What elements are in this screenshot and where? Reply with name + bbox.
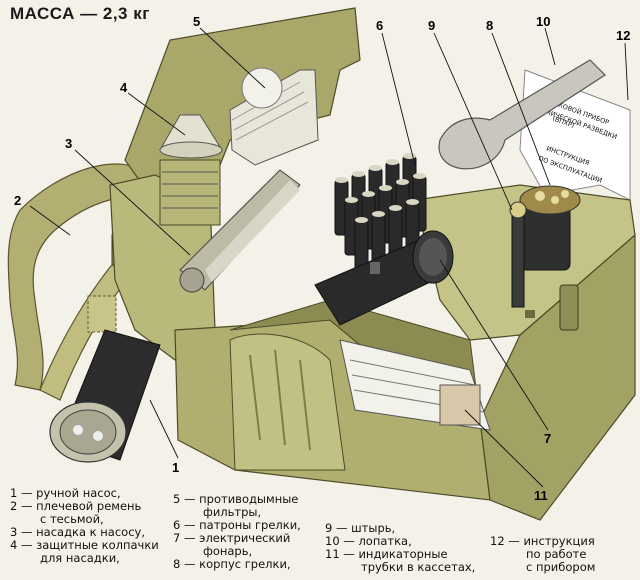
legend-text: штырь, <box>351 521 396 535</box>
heater-cartridge-cap <box>369 165 382 171</box>
heater-cartridge-cap <box>345 197 358 203</box>
legend-column-3: 9 — штырь, 10 — лопатка, 11 — индикаторн… <box>325 522 475 574</box>
heater-cartridge-cap <box>372 211 385 217</box>
legend-text: корпус грелки, <box>199 557 291 571</box>
heater-cartridge-cap <box>355 217 368 223</box>
legend-item-1: 1 — ручной насос, <box>10 487 159 500</box>
legend-key: 3 — <box>10 525 33 539</box>
legend-text: фонарь, <box>203 544 253 558</box>
callout-4: 4 <box>120 80 128 95</box>
heater-cartridge-cap <box>379 185 392 191</box>
heater-body <box>519 185 581 271</box>
legend-column-2: 5 — противодымные фильтры, 6 — патроны г… <box>173 493 301 571</box>
legend-text: насадка к насосу, <box>36 525 145 539</box>
legend-item-7: 7 — электрический <box>173 532 301 545</box>
legend-column-1: 1 — ручной насос, 2 — плечевой ремень с … <box>10 487 159 565</box>
legend-item-3: 3 — насадка к насосу, <box>10 526 159 539</box>
heater-cartridge-cap <box>406 199 419 205</box>
callout-2: 2 <box>14 193 21 208</box>
callout-1: 1 <box>172 460 179 475</box>
legend-text: с тесьмой, <box>40 512 104 526</box>
legend-text: защитные колпачки <box>36 538 159 552</box>
legend-key: 4 — <box>10 538 33 552</box>
legend-item-5: 5 — противодымные <box>173 493 301 506</box>
smoke-filters <box>229 67 319 166</box>
legend-text: по работе <box>526 547 587 561</box>
heater-cartridge-cap <box>403 153 416 159</box>
pin <box>509 201 527 308</box>
legend-text: фильтры, <box>203 505 262 519</box>
heater-cartridge-cap <box>389 205 402 211</box>
callout-3: 3 <box>65 136 72 151</box>
flashlight <box>314 230 454 326</box>
legend-key: 10 — <box>325 534 355 548</box>
callout-5: 5 <box>193 14 200 29</box>
legend-item-4: 4 — защитные колпачки <box>10 539 159 552</box>
legend-key: 12 — <box>490 534 520 548</box>
legend-text: инструкция <box>523 534 595 548</box>
legend-item-8: 8 — корпус грелки, <box>173 558 301 571</box>
protective-caps <box>159 114 223 226</box>
legend-key: 6 — <box>173 518 196 532</box>
heater-cartridge-cap <box>396 179 409 185</box>
legend-text: ручной насос, <box>36 486 121 500</box>
callout-6: 6 <box>376 18 383 33</box>
heater-cartridge-cap <box>352 171 365 177</box>
legend-text: трубки в кассетах, <box>361 560 476 574</box>
legend-item-10: 10 — лопатка, <box>325 535 475 548</box>
heater-cartridge-cap <box>335 177 348 183</box>
legend-item-11: 11 — индикаторные <box>325 548 475 561</box>
heater-cartridge-cap <box>413 173 426 179</box>
legend-text: плечевой ремень <box>36 499 142 513</box>
heater-cartridge-cap <box>386 159 399 165</box>
legend-item-12: 12 — инструкция <box>490 535 595 548</box>
legend-text: с прибором <box>526 560 596 574</box>
legend-column-4: 12 — инструкция по работе с прибором <box>490 535 595 574</box>
legend-key: 8 — <box>173 557 196 571</box>
indicator-cassettes <box>339 339 491 431</box>
legend-key: 7 — <box>173 531 196 545</box>
callout-8: 8 <box>486 18 493 33</box>
callout-7: 7 <box>544 431 551 446</box>
callout-12: 12 <box>616 28 630 43</box>
legend-text: индикаторные <box>358 547 448 561</box>
mass-label: МАССА — 2,3 кг <box>10 4 150 23</box>
legend-text: электрический <box>199 531 291 545</box>
legend-text: патроны грелки, <box>199 518 301 532</box>
callout-9: 9 <box>428 18 435 33</box>
legend-item-9: 9 — штырь, <box>325 522 475 535</box>
legend-key: 9 — <box>325 521 348 535</box>
leader-lines <box>29 27 629 488</box>
pump-nozzle <box>179 169 301 293</box>
legend-text: противодымные <box>199 492 299 506</box>
legend-key: 1 — <box>10 486 33 500</box>
legend-item-6: 6 — патроны грелки, <box>173 519 301 532</box>
legend-text: лопатка, <box>358 534 412 548</box>
callout-10: 10 <box>536 14 550 29</box>
legend-text: для насадки, <box>40 551 120 565</box>
callout-11: 11 <box>534 488 548 503</box>
legend-key: 2 — <box>10 499 33 513</box>
hand-pump <box>49 329 161 463</box>
spatula <box>438 59 606 170</box>
legend-item-2: 2 — плечевой ремень <box>10 500 159 513</box>
heater-cartridge-cap <box>362 191 375 197</box>
legend-key: 5 — <box>173 492 196 506</box>
instruction-sheet: ВОЙСКОВОЙ ПРИБОР ХИМИЧЕСКОЙ РАЗВЕДКИ (ВП… <box>519 69 631 201</box>
legend-key: 11 — <box>325 547 355 561</box>
